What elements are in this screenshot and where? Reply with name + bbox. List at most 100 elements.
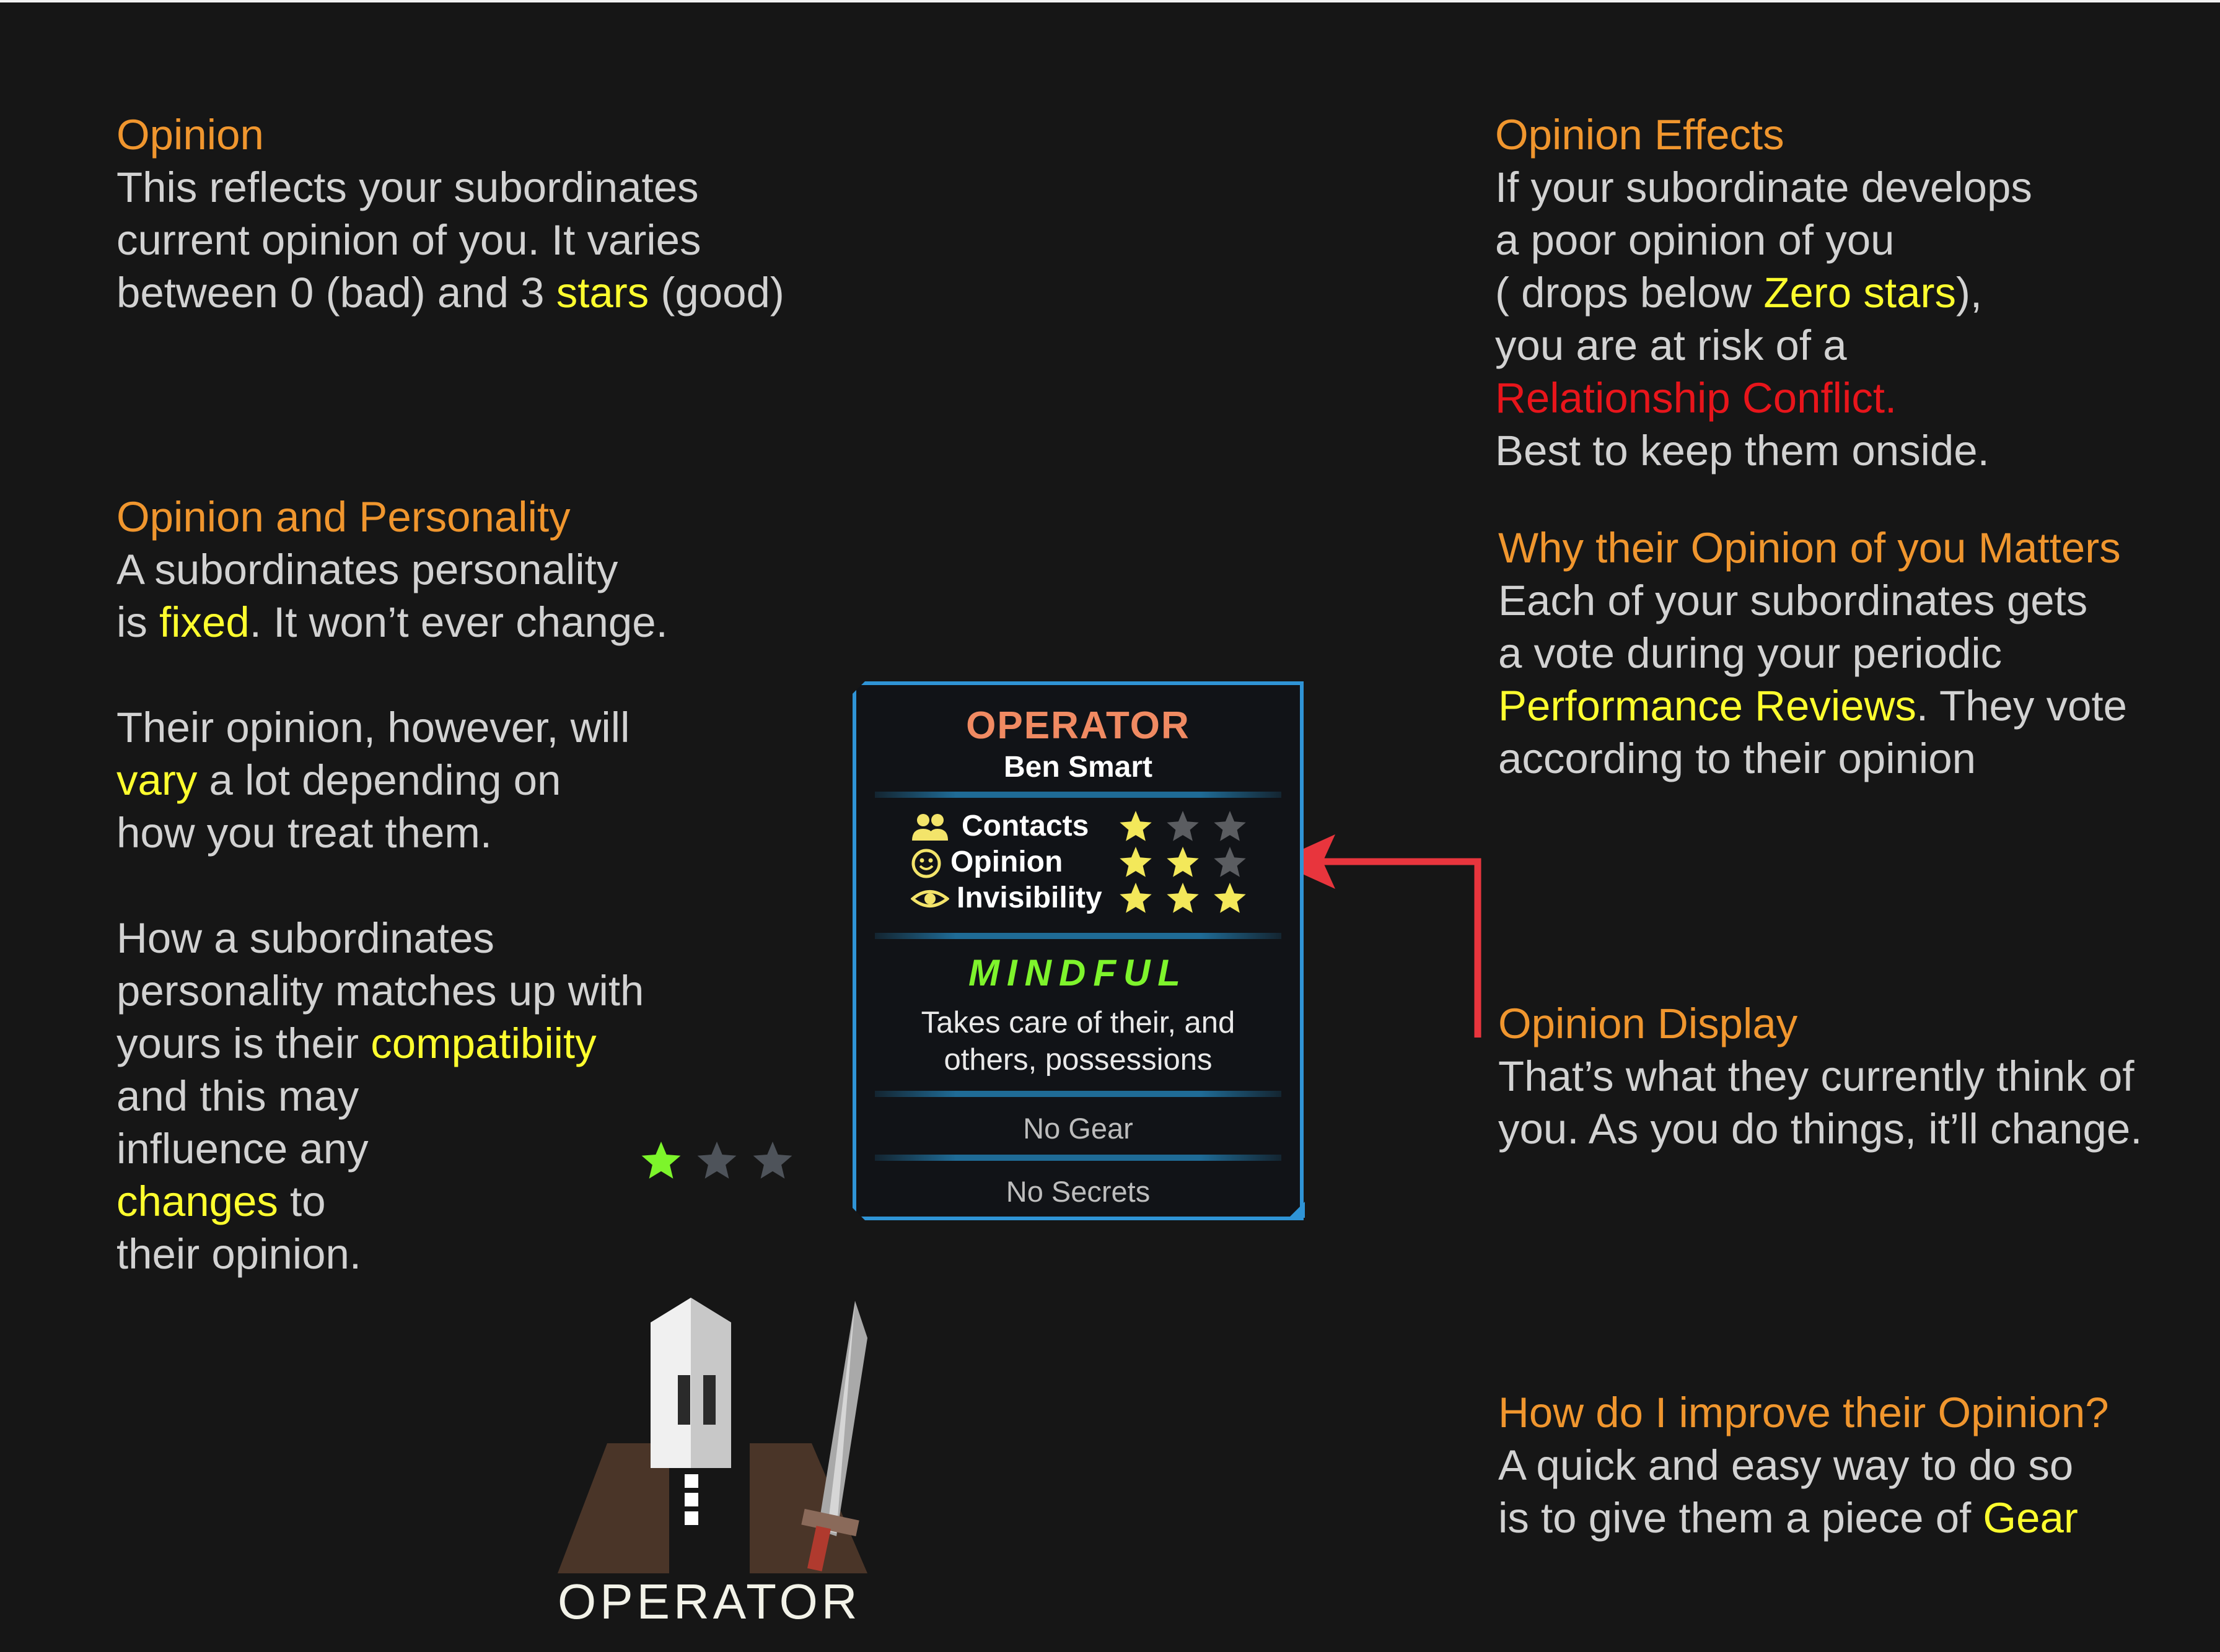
matters-text-3: Performance Reviews. They vote — [1498, 680, 2127, 732]
display-text-2: you. As you do things, it’ll change. — [1498, 1105, 2143, 1153]
effects-heading: Opinion Effects — [1495, 111, 1784, 159]
opinion-text-1: This reflects your subordinates — [116, 164, 699, 211]
filled-star-icon — [1120, 811, 1151, 841]
empty-star-icon — [1167, 811, 1198, 841]
trait-description: Takes care of their, and others, possess… — [921, 1006, 1235, 1077]
opinion-text-3: between 0 (bad) and 3 stars (good) — [116, 266, 784, 319]
vary-highlight: vary — [116, 756, 198, 804]
text-segment: between 0 (bad) and 3 — [116, 269, 556, 317]
text-segment: (good) — [649, 269, 784, 317]
smiley-icon — [911, 848, 949, 879]
effects-text-1: If your subordinate develops — [1495, 164, 2032, 211]
panel-role: OPERATOR — [966, 704, 1190, 747]
gear-highlight: Gear — [1983, 1494, 2078, 1542]
personality-text-3: Their opinion, however, will — [116, 704, 630, 751]
changes-highlight: changes — [116, 1178, 278, 1225]
matters-section: Why their Opinion of you Matters Each of… — [1498, 522, 2127, 785]
divider — [875, 1155, 1281, 1161]
people-icon — [911, 812, 949, 843]
personality-text-7: personality matches up with — [116, 967, 644, 1015]
matters-text-4: according to their opinion — [1498, 735, 1976, 782]
matters-text-1: Each of your subordinates gets — [1498, 577, 2088, 624]
personality-text-2: is fixed. It won’t ever change. — [116, 596, 668, 649]
trait-name: MINDFUL — [968, 952, 1188, 994]
filled-star-icon — [1167, 847, 1198, 877]
effects-text-3: ( drops below Zero stars), — [1495, 266, 2032, 319]
improve-text-1: A quick and easy way to do so — [1498, 1441, 2074, 1489]
compatibility-highlight: compatibiity — [371, 1020, 597, 1067]
empty-star-icon — [753, 1142, 792, 1179]
operator-character-sprite[interactable] — [545, 1288, 892, 1580]
personality-text-10: influence any — [116, 1125, 369, 1173]
effects-text-4: you are at risk of a — [1495, 321, 1847, 369]
filled-star-icon — [641, 1142, 681, 1179]
eye-icon — [911, 883, 949, 914]
cloak-shape — [558, 1443, 867, 1573]
panel-name: Ben Smart — [1003, 751, 1153, 784]
panel-corner-mark — [1289, 1202, 1305, 1218]
subordinate-tooltip-panel: OPERATOR Ben Smart Contacts Opinion Invi… — [853, 681, 1304, 1220]
text-segment: ( drops below — [1495, 269, 1764, 317]
personality-text-8: yours is their compatibiity — [116, 1017, 668, 1070]
text-segment: to — [278, 1178, 326, 1225]
zero-stars-highlight: Zero stars — [1763, 269, 1956, 317]
display-section: Opinion Display That’s what they current… — [1498, 997, 2142, 1155]
stars-highlight: stars — [556, 269, 649, 317]
effects-text-6: Best to keep them onside. — [1495, 427, 1990, 474]
filled-star-icon — [1214, 883, 1245, 913]
stat-stars-opinion — [1117, 845, 1259, 882]
improve-text-2: is to give them a piece of Gear — [1498, 1492, 2109, 1544]
personality-heading: Opinion and Personality — [116, 493, 571, 541]
divider — [875, 1091, 1281, 1097]
empty-star-icon — [697, 1142, 737, 1179]
stat-stars-invisibility — [1117, 881, 1259, 918]
performance-reviews-highlight: Performance Reviews — [1498, 682, 1916, 730]
personality-text-6: How a subordinates — [116, 914, 494, 962]
effects-section: Opinion Effects If your subordinate deve… — [1495, 108, 2032, 477]
divider — [875, 933, 1281, 939]
top-border — [0, 0, 2220, 2]
text-segment: is to give them a piece of — [1498, 1494, 1983, 1542]
secrets-slot[interactable]: No Secrets — [1006, 1175, 1151, 1208]
opinion-heading: Opinion — [116, 111, 264, 159]
filled-star-icon — [1167, 883, 1198, 913]
stat-label-opinion: Opinion — [950, 846, 1063, 878]
personality-text-12: their opinion. — [116, 1230, 362, 1278]
filled-star-icon — [1120, 883, 1151, 913]
personality-section: Opinion and Personality A subordinates p… — [116, 491, 668, 1280]
opinion-section: Opinion This reflects your subordinates … — [116, 108, 784, 319]
fixed-highlight: fixed — [159, 598, 250, 646]
character-label: OPERATOR — [558, 1574, 861, 1629]
stat-label-contacts: Contacts — [962, 810, 1089, 842]
personality-text-1: A subordinates personality — [116, 546, 618, 593]
text-segment: ), — [1955, 269, 1983, 317]
matters-heading: Why their Opinion of you Matters — [1498, 524, 2121, 572]
display-heading: Opinion Display — [1498, 1000, 1798, 1047]
text-segment: is — [116, 598, 159, 646]
filled-star-icon — [1120, 847, 1151, 877]
skull-head — [651, 1298, 731, 1525]
relationship-conflict-alert: Relationship Conflict. — [1495, 374, 1897, 422]
stat-label-invisibility: Invisibility — [957, 881, 1102, 914]
personality-text-9: and this may — [116, 1072, 359, 1120]
text-segment: yours is their — [116, 1020, 371, 1067]
improve-section: How do I improve their Opinion? A quick … — [1498, 1386, 2109, 1544]
personality-text-11: changes to — [116, 1175, 668, 1228]
stat-stars-contacts — [1117, 809, 1259, 846]
improve-heading: How do I improve their Opinion? — [1498, 1389, 2109, 1436]
divider — [875, 792, 1281, 798]
text-segment: . They vote — [1916, 682, 2127, 730]
text-segment: . It won’t ever change. — [249, 598, 668, 646]
gear-slot[interactable]: No Gear — [1023, 1112, 1133, 1145]
character-opinion-stars — [641, 1142, 792, 1179]
personality-text-4: vary a lot depending on — [116, 754, 668, 806]
personality-text-5: how you treat them. — [116, 809, 492, 857]
empty-star-icon — [1214, 811, 1245, 841]
empty-star-icon — [1214, 847, 1245, 877]
opinion-text-2: current opinion of you. It varies — [116, 216, 701, 264]
matters-text-2: a vote during your periodic — [1498, 629, 2003, 677]
sword — [801, 1301, 867, 1571]
pointer-arrow — [1275, 834, 1481, 1038]
effects-text-2: a poor opinion of you — [1495, 216, 1895, 264]
text-segment: a lot depending on — [197, 756, 561, 804]
